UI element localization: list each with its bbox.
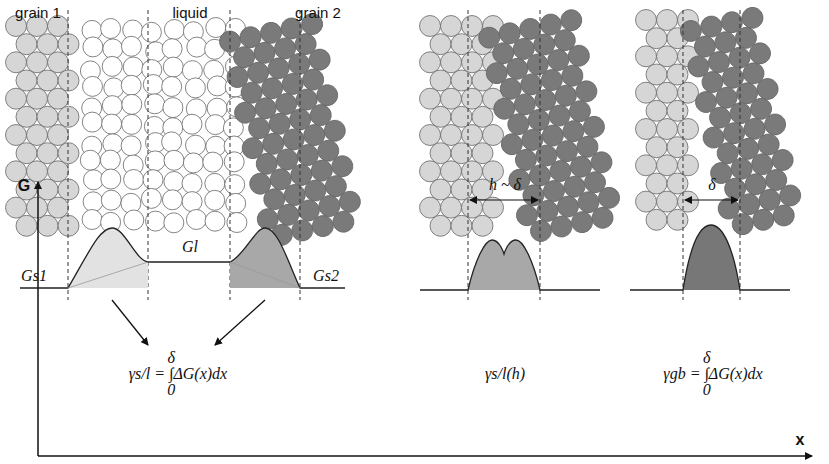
energy-label: Gs1 [21, 267, 47, 285]
grain-atoms [420, 16, 504, 237]
grain-label: grain 2 [295, 4, 341, 21]
limit: 0 [167, 381, 175, 399]
formula: γs/l = ∫ΔG(x)dx [129, 365, 227, 383]
width-label: δ [708, 176, 715, 194]
limit: δ [703, 349, 710, 367]
grain-label: grain 1 [15, 4, 61, 21]
phase-label: liquid [172, 4, 207, 21]
limit: 0 [703, 381, 711, 399]
grain-atoms [678, 5, 806, 238]
grain-atoms [477, 8, 626, 246]
axis-label: x [796, 431, 805, 449]
axes [38, 182, 812, 456]
width-label: h ~ δ [489, 176, 521, 194]
grain-atoms [218, 12, 367, 250]
energy-label: Gs2 [313, 267, 339, 285]
formula: γs/l(h) [485, 365, 525, 383]
energy-curves [20, 200, 790, 345]
energy-label: Gl [182, 238, 198, 256]
interface-lines [68, 10, 740, 300]
grain-atoms [636, 10, 699, 231]
liquid-atoms [80, 18, 247, 233]
axis-label: G [18, 177, 30, 195]
formula: γgb = ∫ΔG(x)dx [663, 365, 762, 383]
limit: δ [167, 349, 174, 367]
